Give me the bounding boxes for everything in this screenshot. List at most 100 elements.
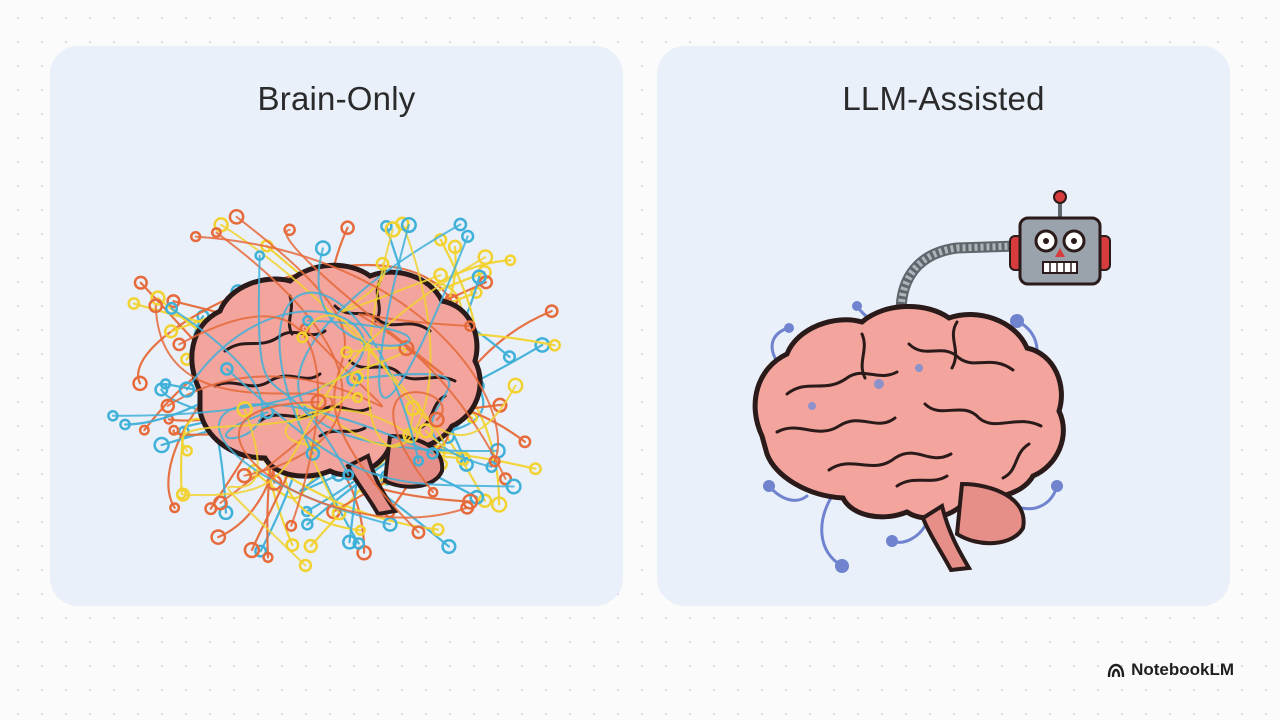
- brand-name: NotebookLM: [1131, 660, 1234, 679]
- tangle-node: [166, 294, 181, 309]
- tangle-line: [182, 256, 487, 497]
- tangle-node: [507, 377, 524, 394]
- tangle-line: [235, 215, 420, 534]
- tangle-node: [340, 346, 353, 359]
- tangle-node: [133, 275, 148, 290]
- tangle-line: [341, 262, 442, 313]
- tangle-node: [528, 462, 542, 476]
- tangle-line: [178, 315, 320, 527]
- tangle-node: [172, 337, 187, 352]
- tangle-line: [227, 408, 307, 567]
- tangle-line: [352, 373, 493, 468]
- tangle-node: [352, 391, 364, 404]
- tangle-node: [340, 220, 355, 236]
- tangle-node: [310, 393, 327, 411]
- tangle-node: [491, 496, 508, 513]
- tangle-node: [168, 424, 180, 436]
- tangled-brain-illustration: [107, 208, 561, 573]
- tangle-node: [303, 538, 318, 554]
- tangle-node: [375, 256, 390, 271]
- tangle-node: [544, 304, 559, 319]
- tangle-node: [260, 405, 275, 420]
- tangle-line: [154, 304, 334, 504]
- tangle-node: [342, 534, 357, 550]
- tangle-node: [243, 541, 261, 559]
- tangle-node: [455, 450, 471, 466]
- tangle-node: [492, 397, 508, 413]
- notebooklm-logo-icon: [1107, 663, 1125, 677]
- tangle-node: [400, 216, 417, 234]
- tangle-node: [165, 301, 179, 315]
- tangle-node: [505, 478, 522, 495]
- tangle-node: [460, 500, 475, 515]
- tangle-node: [428, 411, 445, 428]
- tangle-node: [254, 250, 266, 261]
- tangle-node: [175, 487, 191, 502]
- tangle-node: [418, 423, 434, 439]
- llm-assisted-panel: LLM-Assisted: [657, 46, 1230, 606]
- tangle-line: [378, 224, 469, 399]
- tangle-line: [392, 391, 444, 494]
- tangle-node: [210, 227, 222, 238]
- tangle-node: [342, 468, 355, 481]
- tangle-node: [427, 486, 439, 498]
- tangle-node: [212, 495, 228, 511]
- tangle-node: [148, 298, 164, 314]
- tangle-line: [238, 400, 469, 519]
- tangle-node: [150, 290, 166, 306]
- tangle-line: [301, 314, 517, 436]
- tangle-node: [160, 398, 176, 414]
- llm-assisted-title: LLM-Assisted: [842, 80, 1045, 117]
- tangle-line: [181, 376, 359, 452]
- brain-drawing: [752, 304, 1066, 573]
- tangle-node: [477, 493, 493, 508]
- brain-only-title: Brain-Only: [257, 80, 416, 117]
- tangle-node: [352, 537, 366, 550]
- tangle-line: [225, 367, 515, 488]
- tangle-node: [302, 315, 314, 327]
- tangle-line: [194, 235, 500, 463]
- tangle-node: [350, 370, 365, 385]
- tangle-node: [107, 410, 119, 422]
- tangle-node: [153, 436, 170, 454]
- tangle-node: [210, 529, 227, 545]
- tangle-node: [178, 381, 196, 398]
- tangle-line: [170, 307, 269, 440]
- tangle-line: [111, 310, 366, 417]
- tangle-node: [433, 267, 448, 283]
- tangle-node: [471, 269, 487, 285]
- tangle-node: [331, 505, 347, 521]
- tangle-node: [254, 544, 268, 558]
- tangle-node: [301, 505, 313, 518]
- tangle-line: [257, 254, 350, 476]
- tangle-node: [504, 254, 517, 267]
- tangle-node: [477, 249, 494, 266]
- tangle-node: [296, 331, 309, 344]
- tangle-node: [301, 518, 314, 531]
- tangle-node: [236, 401, 253, 418]
- tangle-node: [220, 362, 234, 376]
- tangle-line: [220, 223, 446, 447]
- tangle-node: [159, 378, 172, 390]
- tangle-line: [357, 313, 507, 480]
- tangle-node: [488, 455, 501, 468]
- tangle-node: [461, 229, 475, 243]
- tangle-node: [441, 538, 457, 555]
- tangle-line: [284, 408, 412, 447]
- tangle-node: [426, 447, 439, 460]
- tangle-line: [306, 247, 411, 347]
- tangle-node: [228, 208, 245, 225]
- tangle-node: [502, 350, 517, 364]
- tangle-node: [262, 551, 274, 564]
- tangle-node: [138, 424, 150, 436]
- tangle-node: [181, 444, 193, 457]
- tangle-node: [163, 324, 179, 339]
- tangle-node: [464, 320, 476, 332]
- tangle-lines-front: [107, 208, 524, 573]
- tangle-node: [314, 240, 331, 257]
- tangle-node: [190, 230, 202, 243]
- tangle-node: [132, 375, 148, 392]
- tangle-node: [283, 223, 296, 237]
- tangle-node: [411, 525, 426, 540]
- tangle-node: [548, 339, 561, 352]
